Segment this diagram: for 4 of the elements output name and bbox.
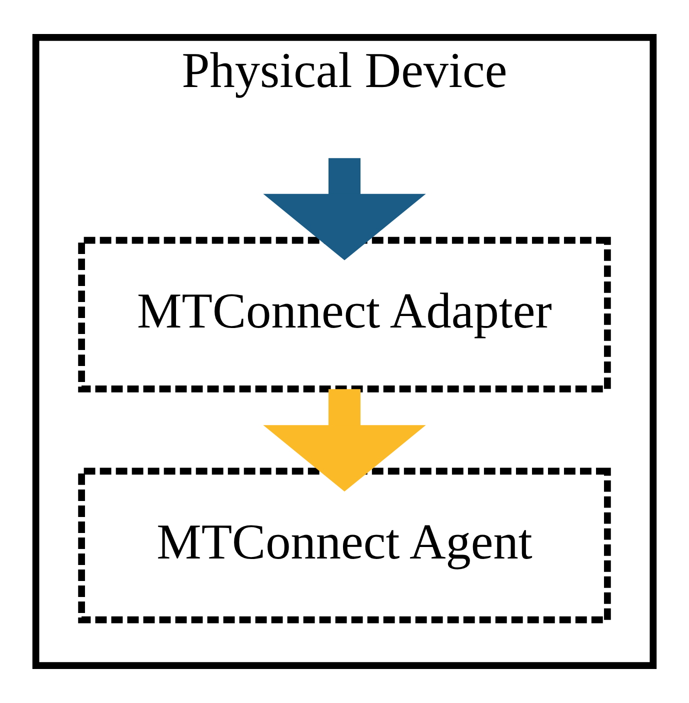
node-box: MTConnect Agent (78, 468, 611, 624)
node-box: MTConnect Adapter (78, 236, 611, 392)
arrow (263, 158, 426, 260)
arrow (263, 389, 426, 492)
